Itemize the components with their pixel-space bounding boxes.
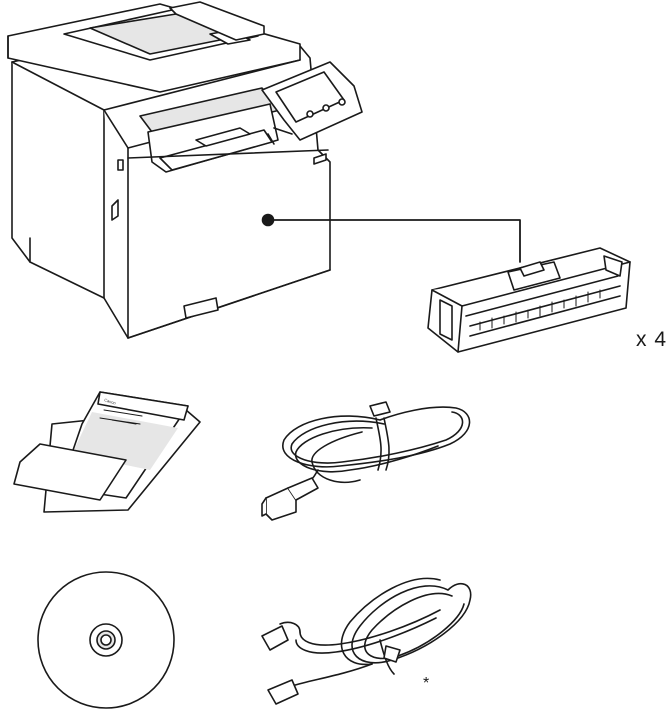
printer-icon [7, 1, 521, 339]
manuals-icon: Canon [13, 391, 201, 513]
manual-brand-text: Canon [104, 397, 117, 405]
toner-quantity-label: x 4 [636, 328, 668, 351]
toner-cartridge-icon [427, 247, 631, 353]
telephone-cable-footnote-marker: * [423, 675, 430, 692]
telephone-cable-icon [261, 577, 472, 705]
power-cord-icon [261, 401, 471, 521]
cd-rom-icon [37, 571, 175, 709]
